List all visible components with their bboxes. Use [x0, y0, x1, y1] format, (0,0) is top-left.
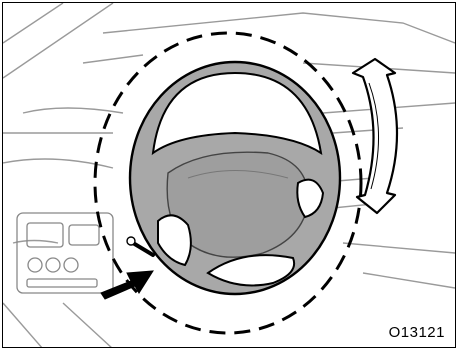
figure-frame: O13121	[2, 2, 456, 348]
figure-code: O13121	[389, 324, 445, 341]
steering-wheel-illustration	[3, 3, 456, 348]
steering-wheel	[130, 62, 340, 294]
release-lever-arrow-icon	[101, 271, 153, 299]
center-console	[17, 213, 113, 293]
